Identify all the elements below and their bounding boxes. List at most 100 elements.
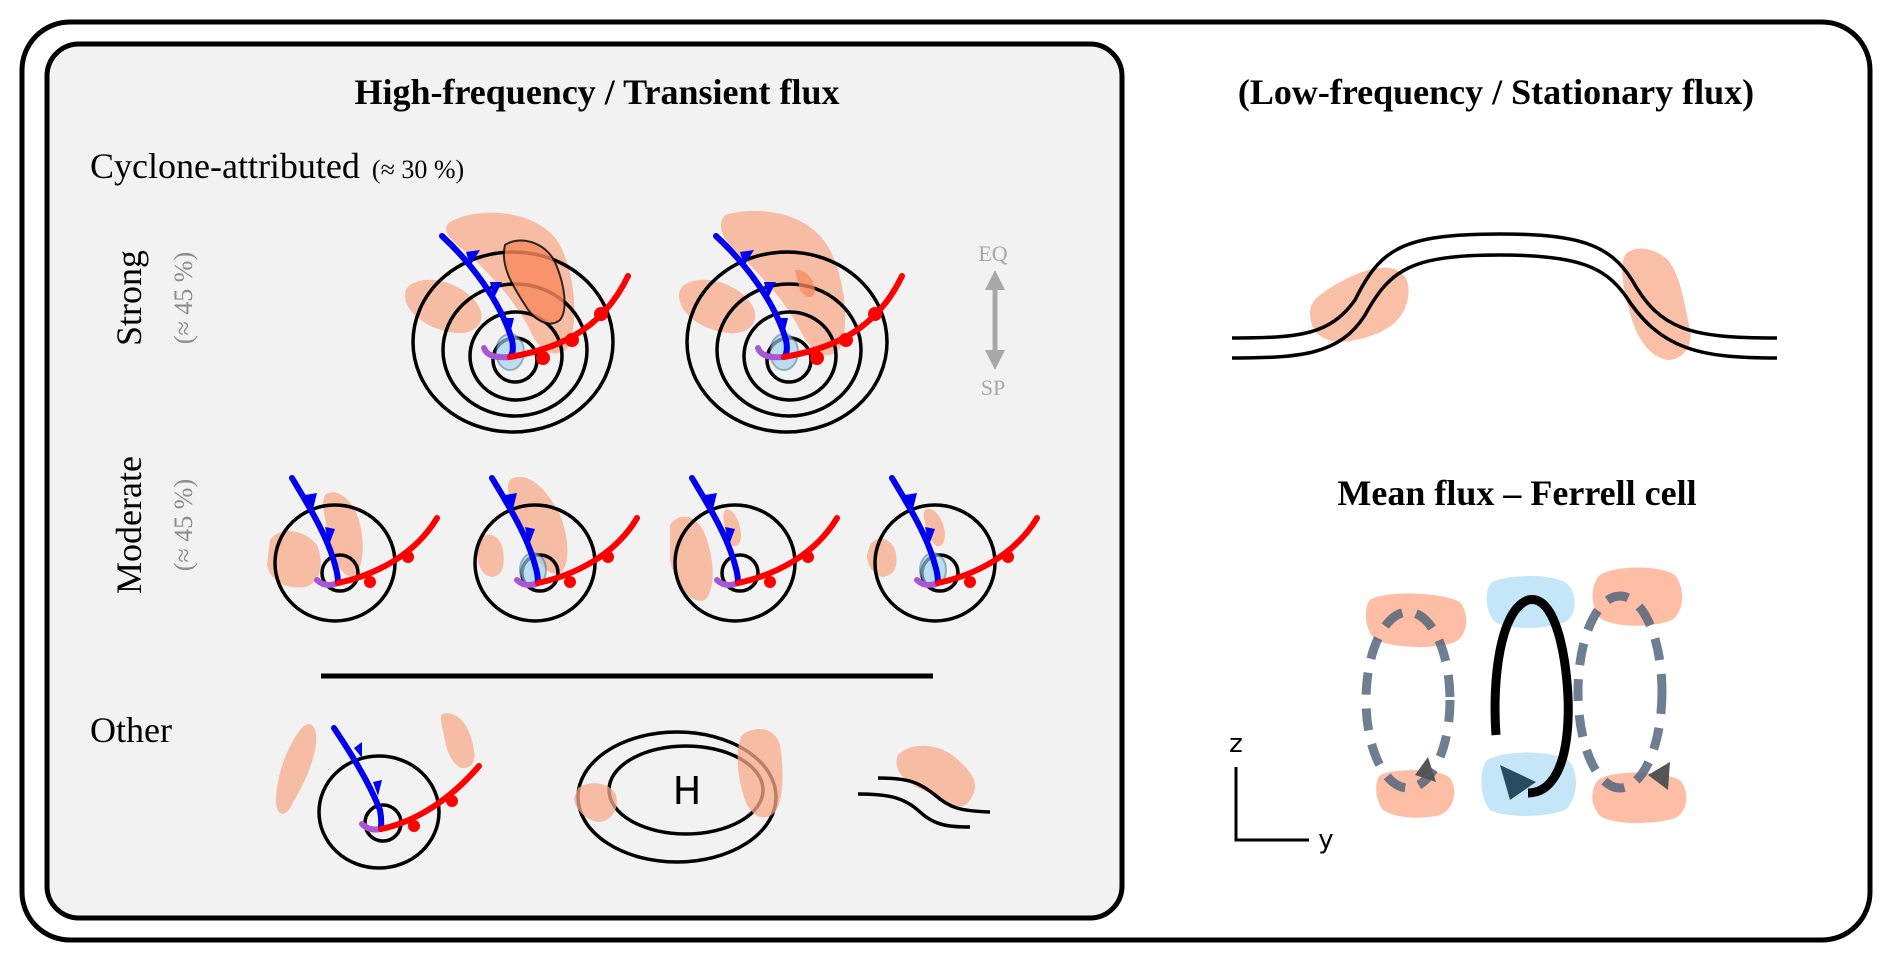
flux-blob xyxy=(477,534,504,577)
cold-front xyxy=(489,475,541,586)
cold-front-triangle xyxy=(354,742,362,758)
row-label-strong: Strong xyxy=(109,250,149,346)
stationary-panel-title: (Low-frequency / Stationary flux) xyxy=(1238,72,1754,112)
isobar xyxy=(468,310,564,402)
flux-blob xyxy=(574,783,617,822)
jet-streamline xyxy=(857,792,971,829)
other-cyclone xyxy=(276,713,482,870)
eddy-loop-left xyxy=(1361,607,1455,793)
other-anticyclone: H xyxy=(574,729,783,864)
cold-front-triangle xyxy=(373,780,382,796)
cold-front xyxy=(689,475,741,586)
flux-blob xyxy=(737,729,783,818)
other-jet-wave xyxy=(857,745,991,829)
cold-front-triangle xyxy=(490,282,502,298)
warm-front-bulge xyxy=(868,307,882,321)
cold-front-triangle xyxy=(905,493,917,509)
flux-blob xyxy=(276,724,317,814)
jet-streamline-lower xyxy=(1231,253,1778,360)
warm-front xyxy=(335,515,440,586)
moderate-cyclones xyxy=(267,475,1040,623)
warm-front-bulge xyxy=(602,551,614,563)
cold-front-triangle xyxy=(705,493,717,509)
isobar xyxy=(320,553,360,593)
cyclone-attributed-label: Cyclone-attributed xyxy=(90,146,360,186)
warm-front-bulge xyxy=(536,351,550,365)
warm-front-bulge xyxy=(402,551,414,563)
cold-front-triangle xyxy=(466,250,480,266)
ferrell-loop-arrowhead xyxy=(1500,765,1536,800)
strong-cyclone-1 xyxy=(405,212,631,434)
flux-blob xyxy=(440,713,475,768)
warm-front xyxy=(735,515,840,586)
moderate-cyclone xyxy=(670,475,840,623)
jet-streamline xyxy=(877,776,991,814)
cold-front-triangle xyxy=(778,318,788,334)
warm-front-bulge xyxy=(1002,551,1014,563)
isobar xyxy=(685,250,889,434)
direction-label-eq: EQ xyxy=(978,241,1007,266)
cold-front-triangle xyxy=(764,282,776,298)
flux-blob xyxy=(1592,567,1683,626)
cold-front-triangle xyxy=(504,318,514,334)
mean-flux-title: Mean flux – Ferrell cell xyxy=(1337,473,1696,513)
strong-flux-blob xyxy=(795,269,815,298)
cold-front-triangle xyxy=(925,527,935,545)
occluded-front xyxy=(755,345,787,361)
cold-front xyxy=(289,475,341,586)
cold-front xyxy=(889,475,941,586)
flux-blob xyxy=(679,279,756,334)
axis-label-z: z xyxy=(1229,729,1243,759)
warm-front-bulge xyxy=(564,576,576,588)
isobar xyxy=(317,754,441,870)
cold-front xyxy=(331,725,385,832)
eddy-loop-arrowhead xyxy=(1415,757,1436,782)
cyclone-attributed-heading: Cyclone-attributed (≈ 30 %) xyxy=(90,146,464,186)
cold-front-triangle xyxy=(505,493,517,509)
isobar xyxy=(720,553,760,593)
ferrell-cell-diagram xyxy=(1361,567,1687,824)
axes-indicator: z y xyxy=(1229,729,1334,855)
warm-front-bulge xyxy=(594,307,608,321)
flux-blob xyxy=(896,745,976,807)
stationary-wave xyxy=(1231,232,1778,360)
row-share-strong: (≈ 45 %) xyxy=(169,252,198,344)
jet-streamline-upper xyxy=(1231,232,1778,340)
warm-front xyxy=(378,763,482,832)
row-label-moderate: Moderate xyxy=(109,456,149,594)
cold-front-triangle xyxy=(525,527,535,545)
row-share-moderate: (≈ 45 %) xyxy=(169,479,198,571)
moderate-cyclone xyxy=(473,475,640,623)
direction-axis: EQ SP xyxy=(978,241,1007,400)
other-label: Other xyxy=(90,710,172,750)
moderate-cyclone xyxy=(267,475,440,623)
cold-front-triangle xyxy=(740,250,754,266)
warm-front-bulge xyxy=(839,333,853,347)
strong-cyclone-2 xyxy=(679,210,905,434)
axes-lines xyxy=(1234,767,1309,842)
warm-front-bulge xyxy=(408,820,420,832)
cold-front-triangle xyxy=(305,493,317,509)
isobar xyxy=(742,310,838,402)
strong-flux-blob xyxy=(502,239,566,325)
high-pressure-symbol: H xyxy=(673,769,702,813)
axis-label-y: y xyxy=(1318,825,1333,855)
warm-front-bulge xyxy=(565,333,579,347)
direction-label-sp: SP xyxy=(981,375,1005,400)
cold-front-triangle xyxy=(325,527,335,545)
moderate-cyclone xyxy=(867,475,1040,623)
eddy-loop-right xyxy=(1573,591,1667,793)
warm-front-bulge xyxy=(964,576,976,588)
warm-front-bulge xyxy=(764,576,776,588)
flux-blob xyxy=(1365,593,1467,648)
isobar xyxy=(715,282,863,418)
cold-front-triangle xyxy=(725,527,735,545)
warm-front xyxy=(535,515,640,586)
flux-blob xyxy=(1622,248,1691,360)
warm-front-bulge xyxy=(364,576,376,588)
eddy-loop-arrowhead xyxy=(1648,762,1670,790)
flux-blob xyxy=(507,476,568,574)
flux-blob xyxy=(405,279,482,334)
occluded-front xyxy=(481,345,513,361)
